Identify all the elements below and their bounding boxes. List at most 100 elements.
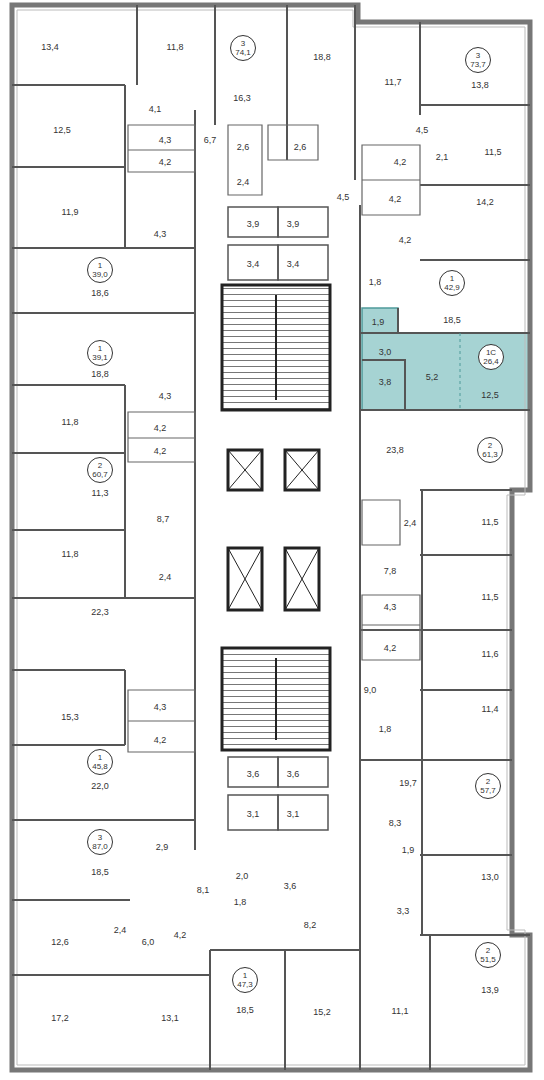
- room: 3,6: [283, 875, 298, 893]
- room: 5,2: [425, 366, 440, 384]
- area-label: 57,7: [480, 786, 496, 795]
- area-label: 51,5: [480, 955, 496, 964]
- area-label: 12,5: [52, 125, 72, 135]
- area-label: 18,8: [312, 52, 332, 62]
- room: 11,7: [384, 71, 403, 89]
- area-label: 11,6: [481, 649, 500, 659]
- area-label: 39,0: [92, 270, 108, 279]
- room: 11,8: [61, 411, 80, 429]
- room: 16,3374,1: [215, 10, 287, 125]
- area-label: 4,2: [393, 157, 408, 167]
- area-label: 4,2: [388, 194, 403, 204]
- room: 8,7: [156, 508, 171, 526]
- area-label: 1,9: [401, 845, 416, 855]
- room: 4,3: [158, 385, 173, 403]
- room: 4,3: [383, 596, 398, 614]
- area-label: 8,7: [156, 514, 171, 524]
- area-label: 17,2: [50, 1013, 70, 1023]
- area-label: 74,1: [235, 48, 251, 57]
- area-label: 2,1: [435, 152, 450, 162]
- room: 17,2: [50, 1007, 70, 1025]
- apartment-badge: 387,0: [87, 829, 113, 855]
- room: 4,2: [153, 417, 168, 435]
- area-label: 1,8: [233, 897, 248, 907]
- room: 11,9: [61, 201, 80, 219]
- area-label: 6,7: [203, 135, 218, 145]
- area-label: 12,5: [480, 390, 500, 400]
- room: 13,8373,7: [422, 24, 528, 104]
- area-label: 4,2: [153, 735, 168, 745]
- room: 13,0: [480, 866, 500, 884]
- room: 4,3: [153, 223, 168, 241]
- apartment-badge: 261,3: [477, 437, 503, 463]
- area-label: 1: [450, 274, 454, 283]
- area-label: 3,4: [246, 259, 261, 269]
- room: 13,1: [160, 1007, 180, 1025]
- room: 4,2: [153, 729, 168, 747]
- room: 1,8: [378, 718, 393, 736]
- room: 8,2: [303, 914, 318, 932]
- area-label: 3,1: [246, 809, 261, 819]
- room: 14,2: [475, 191, 495, 209]
- apartment-badge: 251,5: [475, 942, 501, 968]
- room: 4,2: [173, 924, 188, 942]
- area-label: 22,0: [90, 781, 110, 791]
- room: 3,9: [286, 213, 301, 231]
- area-label: 18,6: [90, 288, 110, 298]
- room: 11,5: [481, 586, 500, 604]
- apartment-badge: 1С26,4: [478, 344, 504, 370]
- area-label: 13,1: [160, 1013, 180, 1023]
- area-label: 11,8: [61, 417, 80, 427]
- room: 2,4: [113, 919, 128, 937]
- area-label: 47,3: [237, 980, 253, 989]
- area-label: 23,8: [385, 445, 405, 455]
- area-label: 3,6: [246, 769, 261, 779]
- room: 3,8: [378, 371, 393, 389]
- area-label: 2: [486, 777, 490, 786]
- room: 3,4: [246, 253, 261, 271]
- area-label: 5,2: [425, 372, 440, 382]
- area-label: 4,2: [398, 235, 413, 245]
- area-label: 1,9: [371, 317, 386, 327]
- area-label: 22,3: [90, 607, 110, 617]
- apartment-badge: 374,1: [230, 35, 256, 61]
- area-label: 3,9: [246, 219, 261, 229]
- area-label: 1С: [486, 348, 496, 357]
- room: 11,6: [481, 643, 500, 661]
- area-label: 4,3: [158, 135, 173, 145]
- area-label: 26,4: [483, 357, 499, 366]
- room: 7,8: [383, 560, 398, 578]
- room: 4,3: [153, 696, 168, 714]
- room: 1,9: [371, 311, 386, 329]
- room: 18,5142,9: [422, 262, 528, 332]
- area-label: 2,9: [155, 842, 170, 852]
- area-label: 3,3: [396, 906, 411, 916]
- area-label: 18,5: [235, 1005, 255, 1015]
- room: 3,1: [246, 803, 261, 821]
- area-label: 4,1: [148, 104, 163, 114]
- area-label: 3,9: [286, 219, 301, 229]
- room: 22,0145,8: [22, 747, 192, 818]
- room: 2,4: [236, 171, 251, 189]
- room: 4,2: [153, 440, 168, 458]
- area-label: 19,7: [398, 778, 418, 788]
- area-label: 39,1: [92, 353, 108, 362]
- room: 3,4: [286, 253, 301, 271]
- room: 11,5: [484, 141, 503, 159]
- apartment-badge: 139,1: [87, 340, 113, 366]
- area-label: 1: [98, 261, 102, 270]
- area-label: 18,5: [442, 315, 462, 325]
- area-label: 15,3: [60, 712, 80, 722]
- room: 19,7 257,7: [362, 762, 510, 810]
- area-label: 4,2: [173, 930, 188, 940]
- area-label: 2,6: [236, 142, 251, 152]
- area-label: 7,8: [383, 566, 398, 576]
- room: 18,8139,1: [22, 315, 192, 383]
- room: 15,3: [60, 706, 80, 724]
- bath-boxes: [128, 125, 420, 752]
- outer-wall: [12, 5, 530, 1070]
- area-label: 2,6: [293, 142, 308, 152]
- area-label: 15,2: [312, 1007, 332, 1017]
- area-label: 11,5: [481, 517, 500, 527]
